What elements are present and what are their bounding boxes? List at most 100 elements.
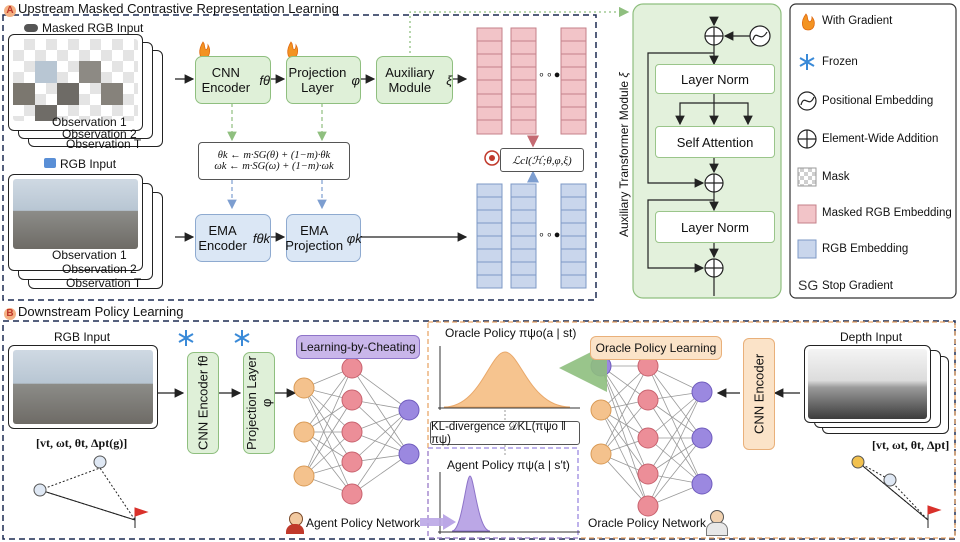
snowflake-icon (799, 54, 815, 70)
agent-state-vector: [vt, ωt, θt, Δpt(g)] (36, 436, 128, 450)
section-a-letter: A (4, 5, 16, 17)
mask-glasses-icon (24, 24, 38, 32)
oracle-policy-label: Oracle Policy πψo(a | st) (445, 326, 577, 340)
legend-frozen: Frozen (822, 56, 858, 68)
legend-sg-symbol: SG (798, 277, 819, 293)
self-attention: Self Attention (655, 126, 775, 158)
kl-divergence-box: KL-divergence 𝒟KL(πψo ‖ πψ) (430, 421, 580, 446)
agent-distribution (438, 472, 580, 534)
legend-masked-rgb-embedding: Masked RGB Embedding (822, 207, 952, 219)
agent-policy-label: Agent Policy πψ(a | s′t) (447, 458, 570, 472)
flame-icon (802, 13, 815, 31)
rgb-embedding-stack (476, 183, 587, 289)
agent-network-nodes (293, 357, 420, 505)
rgb-observation-2-label: Observation 2 (62, 262, 137, 276)
snowflake-icon (234, 330, 250, 346)
agent-policy-network-label: Agent Policy Network (306, 516, 421, 530)
projection-layer-box: Projection Layer φ (286, 56, 361, 104)
auxiliary-module-symbol: ξ (446, 72, 452, 88)
rgb-observation-1-label: Observation 1 (52, 248, 127, 262)
agent-avatar-icon (286, 512, 304, 534)
rgb-input-text: RGB Input (60, 157, 117, 171)
masked-embedding-stack (476, 27, 587, 135)
ema-encoder-label: EMA Encoder (198, 223, 247, 253)
legend-element-wise-addition: Element-Wide Addition (822, 133, 939, 145)
oracle-drone-sketch (851, 455, 942, 528)
section-a-title-text: Upstream Masked Contrastive Representati… (18, 1, 339, 16)
legend-box (789, 3, 957, 299)
oracle-policy-network-label: Oracle Policy Network (588, 516, 707, 530)
legend-rgb-embedding: RGB Embedding (822, 243, 909, 255)
frozen-cnn-encoder: CNN Encoder fθ (187, 352, 219, 454)
masked-rgb-input-label: Masked RGB Input (24, 21, 143, 35)
agent-network-edges (303, 367, 410, 495)
depth-cnn-encoder: CNN Encoder (743, 338, 775, 450)
oracle-network-nodes (590, 355, 713, 517)
layer-norm-1: Layer Norm (655, 64, 775, 94)
ema-projection-label: EMA Projection (285, 223, 344, 253)
layer-norm-2: Layer Norm (655, 211, 775, 243)
oracle-policy-learning-label: Oracle Policy Learning (590, 336, 722, 360)
rgb-embedding-swatch (797, 239, 817, 259)
cnn-encoder-label: CNN Encoder (201, 65, 251, 95)
downstream-rgb-image-frame (8, 345, 158, 429)
image-icon (44, 158, 56, 168)
frozen-projection-layer: Projection Layer φ (243, 352, 275, 454)
auxiliary-module-label: Auxiliary Module (385, 65, 435, 95)
downstream-rgb-input-label: RGB Input (54, 330, 111, 344)
ema-projection-box: EMA Projection φk (285, 214, 362, 262)
observation-t-label: Observation T (66, 137, 141, 151)
legend-icons (797, 13, 817, 259)
contrastive-loss: ℒcl(ℋ;θ,φ,ξ) (500, 148, 584, 172)
rgb-observation-t-label: Observation T (66, 276, 141, 290)
projection-layer-label: Projection Layer (288, 65, 347, 95)
section-a-frame (2, 14, 597, 301)
depth-image-frame (804, 345, 931, 423)
visible-patch (101, 83, 123, 105)
ema-encoder-symbol: fθk (252, 230, 270, 246)
section-b-title-text: Downstream Policy Learning (18, 304, 184, 319)
rgb-image (13, 179, 138, 249)
visible-patch (35, 61, 57, 83)
cnn-encoder-symbol: fθ (259, 72, 270, 88)
rgb-input-label: RGB Input (44, 157, 116, 171)
update-equation-omega: ωk ← m·SG(ω) + (1−m)·ωk (214, 161, 334, 172)
mask-icon (797, 167, 817, 187)
learning-by-cheating-label: Learning-by-Cheating (296, 335, 420, 359)
visible-patch (35, 105, 57, 121)
legend-with-gradient: With Gradient (822, 15, 893, 27)
masked-rgb-image (13, 39, 138, 121)
cnn-encoder-box: CNN Encoder fθ (195, 56, 271, 104)
rgb-observation-card-1 (8, 174, 143, 271)
depth-image (808, 349, 927, 419)
ema-encoder-box: EMA Encoder fθk (195, 214, 271, 262)
visible-patch (57, 83, 79, 105)
snowflake-icon (178, 330, 194, 346)
ema-update-equations: θk ← m·SG(θ) + (1−m)·θk ωk ← m·SG(ω) + (… (198, 142, 350, 180)
transformer-label-text: Auxiliary Transformer Module (617, 80, 631, 237)
update-equation-theta: θk ← m·SG(θ) + (1−m)·θk (217, 150, 331, 161)
observation-1-label: Observation 1 (52, 115, 127, 129)
transformer-label-symbol: ξ (617, 72, 631, 78)
rgb-observation-t-text: Observation T (66, 276, 142, 290)
oracle-distribution (438, 346, 580, 410)
embedding-ellipsis-rgb: ∘∘● (538, 229, 562, 241)
downstream-rgb-image (13, 350, 153, 424)
observation-t-text: Observation T (66, 137, 142, 151)
masked-embedding-swatch (797, 204, 817, 224)
transformer-label: Auxiliary Transformer Module ξ (617, 62, 631, 237)
section-b-letter: B (4, 308, 16, 320)
visible-patch (13, 83, 35, 105)
agent-drone-sketch (33, 455, 149, 528)
embedding-ellipsis: ∘∘● (538, 69, 562, 81)
projection-layer-symbol: φ (351, 72, 360, 88)
agent-region-frame (427, 447, 579, 539)
masked-rgb-input-text: Masked RGB Input (42, 21, 144, 35)
target-icon (484, 150, 500, 166)
oracle-state-vector: [vt, ωt, θt, Δpt] (872, 438, 950, 452)
oracle-region-frame (427, 321, 956, 539)
